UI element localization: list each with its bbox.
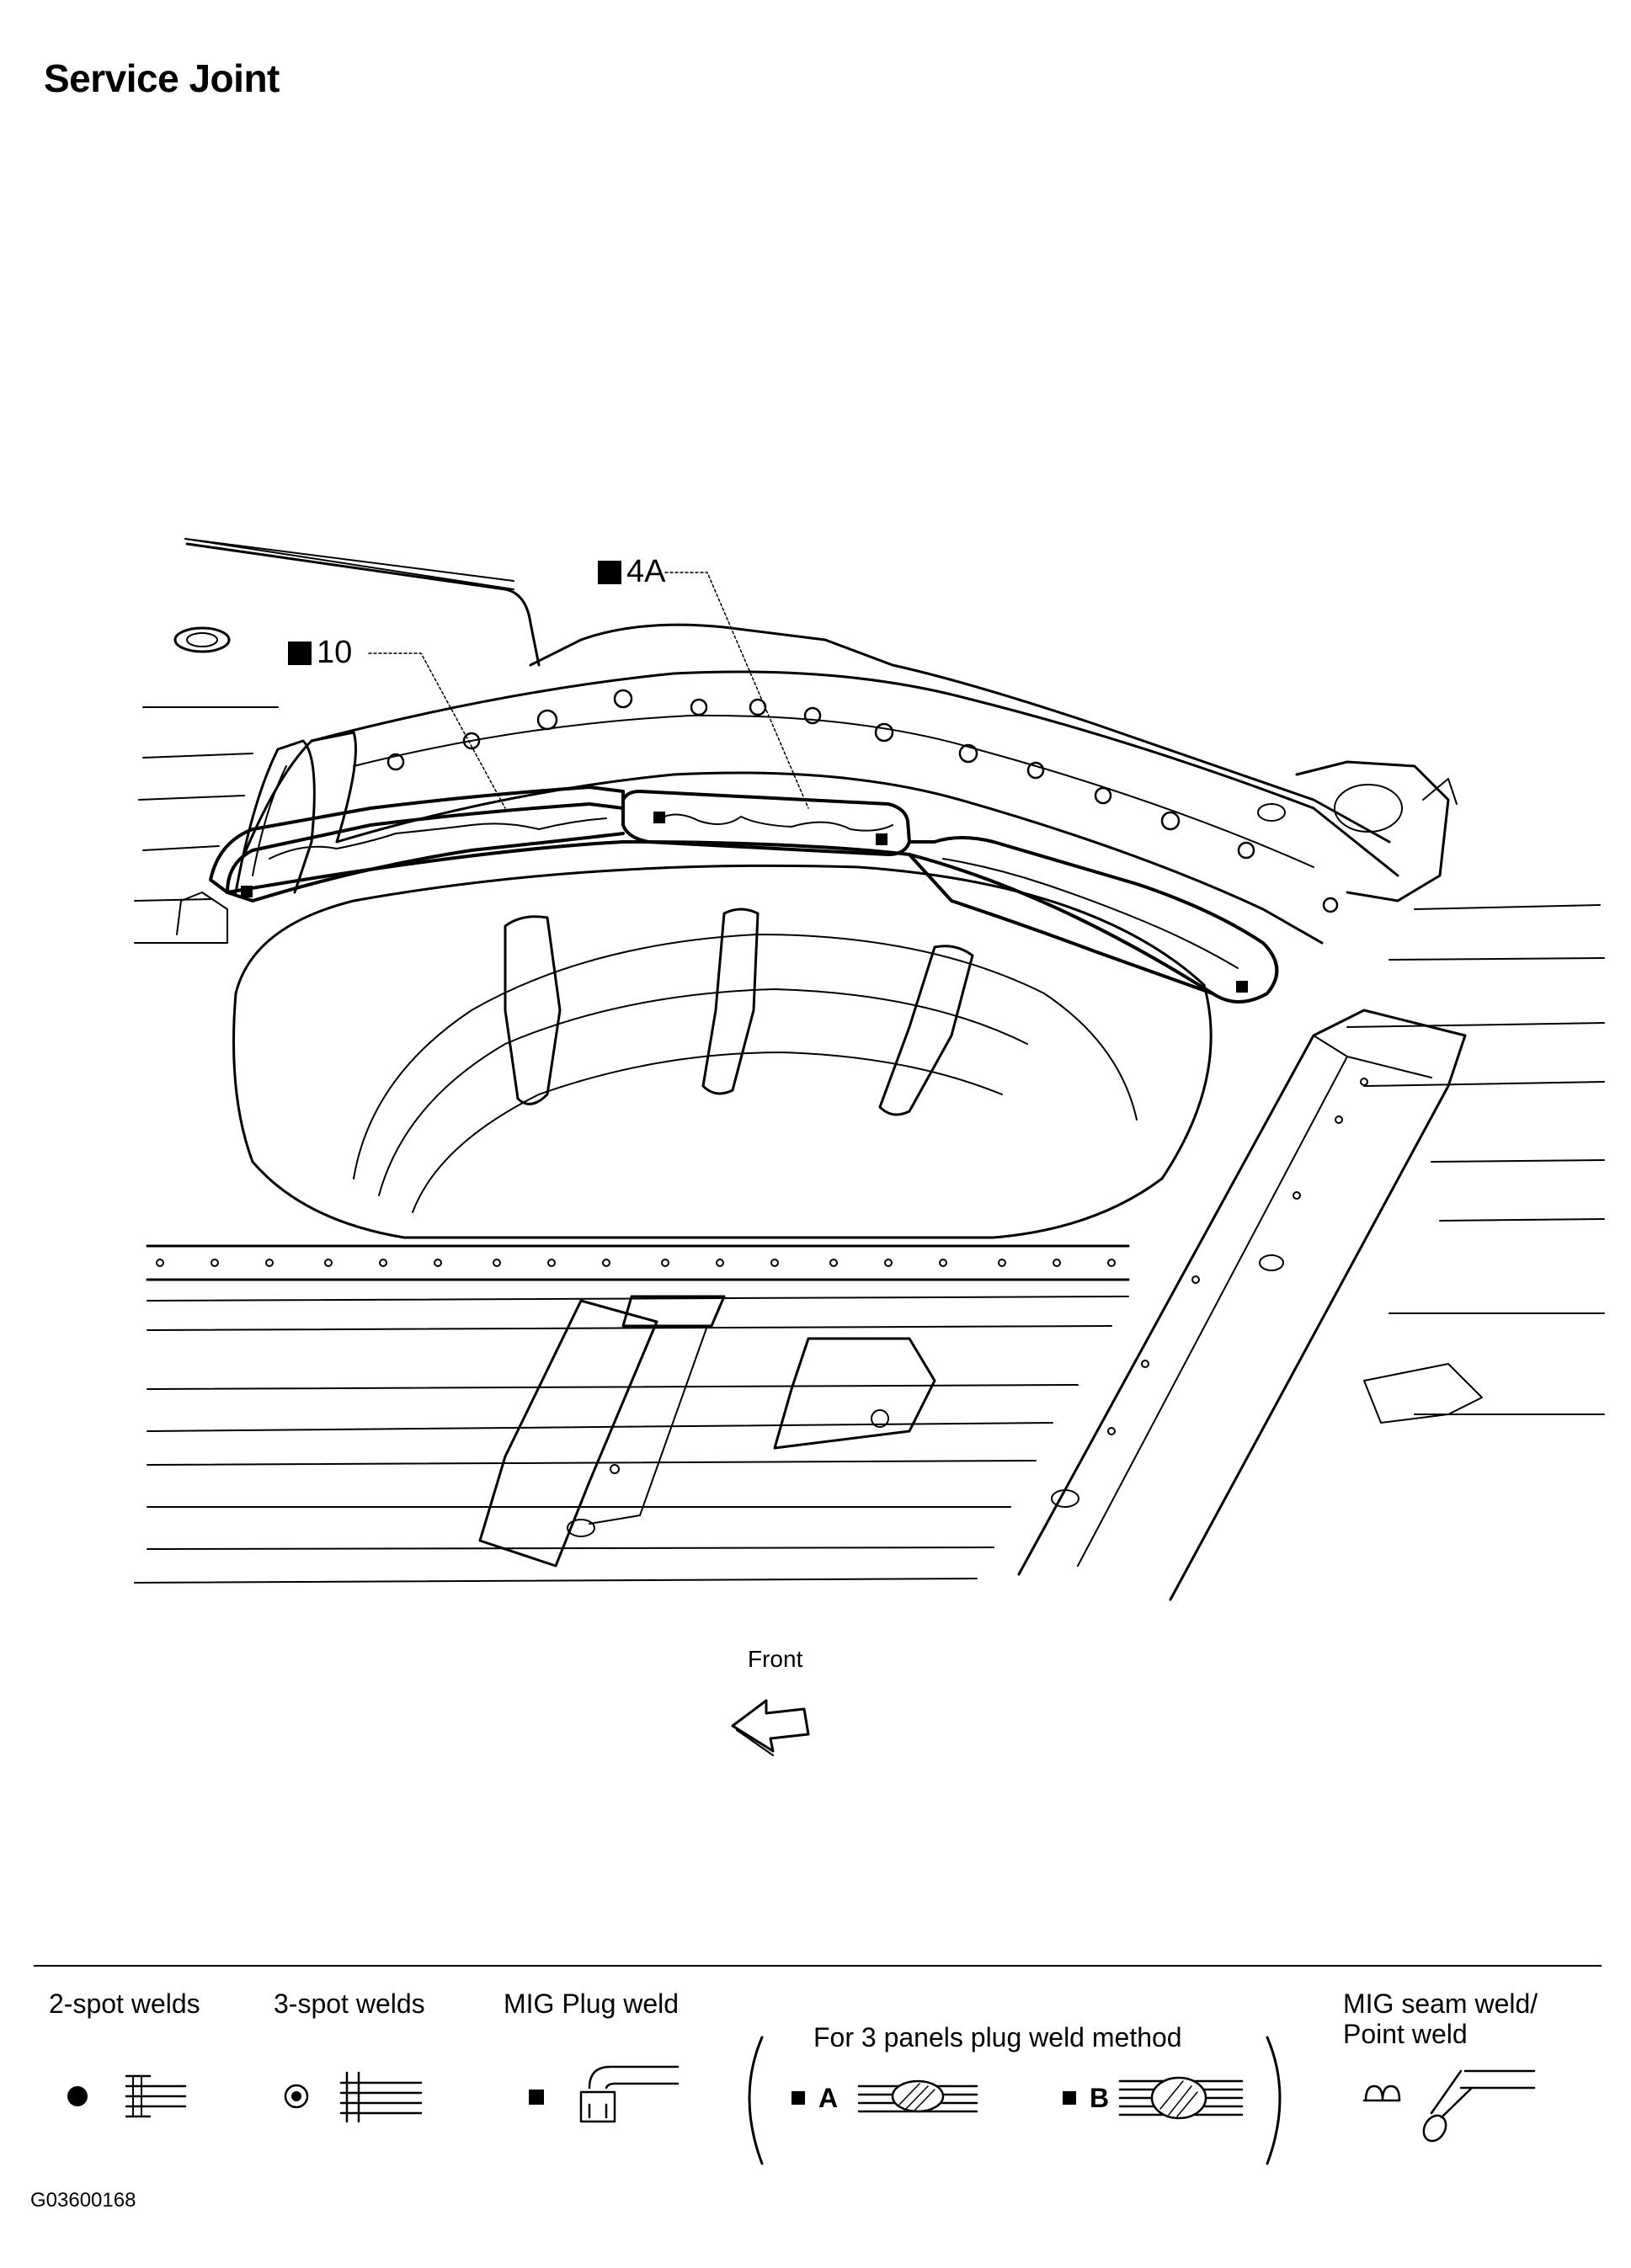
legend-mig-plug: MIG Plug weld	[504, 1988, 680, 2019]
legend-two-spot: 2-spot welds	[49, 1988, 200, 2019]
plug-weld-markers	[241, 812, 1248, 993]
front-label: Front	[748, 1646, 803, 1672]
legend-three-panels: For 3 panels plug weld method	[813, 2022, 1182, 2052]
legend-mig-seam-line2: Point weld	[1343, 2019, 1468, 2049]
legend-divider	[34, 1965, 1602, 1967]
page-title: Service Joint	[44, 56, 280, 100]
legend-method-a: A	[818, 2083, 839, 2113]
callout-10-label: 10	[317, 635, 353, 670]
callout-4a: 4A	[598, 554, 665, 590]
figure-code: G03600168	[30, 2189, 136, 2212]
legend-three-spot: 3-spot welds	[274, 1988, 425, 2019]
callout-10: 10	[288, 635, 352, 671]
front-arrow-icon	[731, 1699, 810, 1756]
floor-panel-lines	[134, 538, 1605, 1415]
legend-symbols	[67, 2036, 1536, 2165]
callout-4a-label: 4A	[626, 554, 666, 589]
legend-method-b: B	[1090, 2083, 1110, 2113]
filled-square-icon	[598, 560, 621, 584]
filled-square-icon	[288, 641, 312, 665]
legend-mig-seam-line1: MIG seam weld/	[1343, 1988, 1538, 2019]
